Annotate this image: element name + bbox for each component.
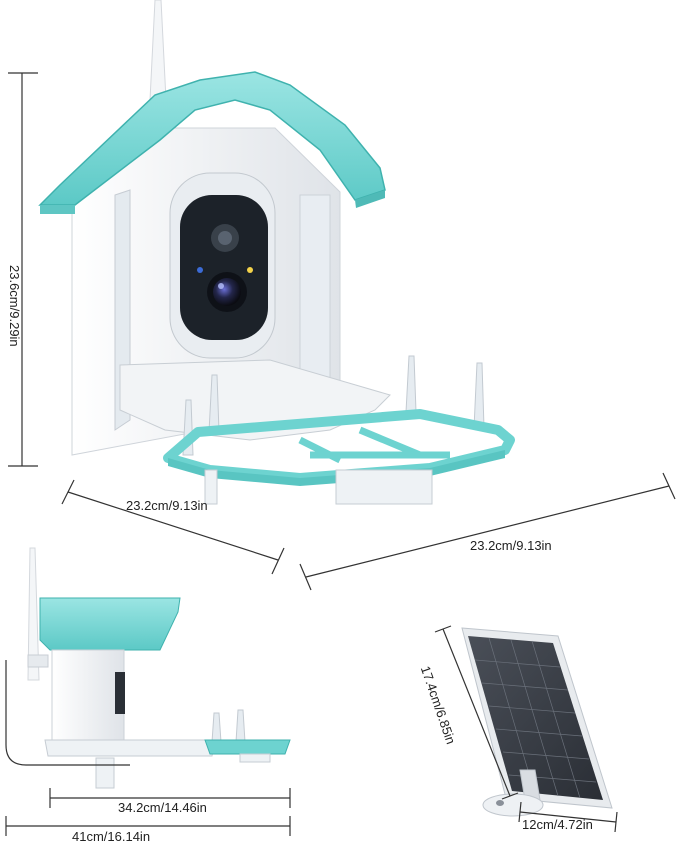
- height-dimension-line: [8, 72, 38, 467]
- perch-spike: [211, 712, 222, 743]
- bird-feeder-side-view: [27, 547, 291, 789]
- bird-feeder-front-view: [38, 0, 515, 505]
- water-dish: [335, 469, 433, 505]
- solar-panel: [461, 627, 613, 817]
- roof: [39, 597, 181, 651]
- perch-frame: [204, 739, 291, 755]
- indicator-light-blue: [197, 267, 203, 273]
- perch-spike: [473, 362, 485, 429]
- feeder-body: [51, 649, 125, 743]
- height-label: 23.6cm/9.29in: [7, 265, 22, 347]
- depth-dimension-line: [61, 479, 285, 575]
- perch-spike: [235, 709, 246, 743]
- solar-mount-base: [482, 793, 544, 817]
- antenna-icon: [27, 547, 40, 681]
- depth-label: 23.2cm/9.13in: [126, 498, 208, 513]
- perch-spike: [405, 355, 417, 413]
- antenna-icon: [149, 0, 167, 101]
- panel-width-dimension-line: [518, 801, 618, 833]
- indicator-light-yellow: [247, 267, 253, 273]
- side-total-label: 41cm/16.14in: [72, 829, 151, 844]
- panel-height-dimension-line: [434, 625, 519, 800]
- side-inner-label: 34.2cm/14.46in: [118, 800, 207, 815]
- solar-panel-cells: [468, 636, 603, 800]
- width-dimension-line: [299, 472, 676, 591]
- panel-width-label: 12cm/4.72in: [522, 817, 593, 832]
- side-bracket-line: [5, 660, 130, 766]
- width-label: 23.2cm/9.13in: [470, 538, 552, 553]
- side-inner-dimension-line: [49, 788, 291, 808]
- seed-tray: [44, 739, 216, 757]
- side-total-dimension-line: [5, 816, 291, 836]
